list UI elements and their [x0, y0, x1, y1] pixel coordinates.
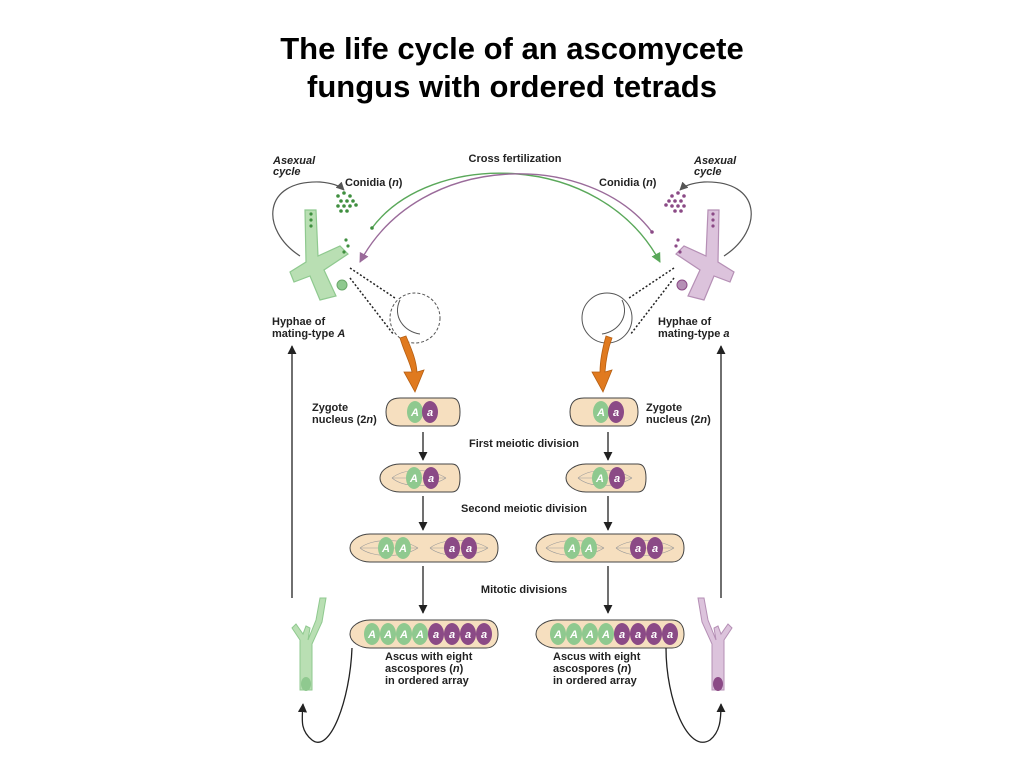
ascospore-a: a — [465, 629, 471, 641]
nucleus-A: A — [381, 543, 390, 555]
nucleus-a: a — [635, 543, 641, 555]
ascus-left-label-2: ascospores (n) — [385, 663, 464, 675]
hyphae-left-label-1: Hyphae of — [272, 316, 326, 328]
zygote-left: Zygote nucleus (2n) A a — [312, 397, 461, 427]
ascus-left-label-3: in ordered array — [385, 675, 470, 687]
zygote-left-label-1: Zygote — [312, 402, 348, 414]
asexual-right-loop-arrow — [679, 181, 752, 257]
conidia-left-cluster — [336, 191, 374, 230]
ascospore-A: A — [553, 629, 562, 641]
orange-arrow-right — [591, 335, 613, 393]
hyphae-right-label-2: mating-type a — [658, 328, 730, 340]
mitotic-label: Mitotic divisions — [481, 584, 567, 596]
zoom-left — [349, 267, 441, 393]
ascospore-A: A — [415, 629, 424, 641]
slide-title: The life cycle of an ascomycete fungus w… — [0, 30, 1024, 106]
hyphae-right-label-1: Hyphae of — [658, 316, 712, 328]
ascospore-a: a — [619, 629, 625, 641]
ascus-right-label-3: in ordered array — [553, 675, 638, 687]
cross-fertilization-arcs — [359, 172, 661, 263]
ascospore-a: a — [651, 629, 657, 641]
ascospore-A: A — [367, 629, 376, 641]
nucleus-A: A — [584, 543, 593, 555]
ascospore-A: A — [585, 629, 594, 641]
ascospore-a: a — [433, 629, 439, 641]
nucleus-A: A — [567, 543, 576, 555]
return-arrow-left — [297, 647, 353, 743]
cross-fertilization-label: Cross fertilization — [469, 153, 562, 165]
ascus-right: A A A A a a a a Ascus with eight ascospo… — [535, 619, 685, 687]
ascus-right-label-2: ascospores (n) — [553, 663, 632, 675]
nucleus-A: A — [398, 543, 407, 555]
purple-fertilization-arc — [359, 173, 653, 263]
zygote-right-label-1: Zygote — [646, 402, 682, 414]
ascospore-a: a — [635, 629, 641, 641]
nucleus-a: a — [449, 543, 455, 555]
meiosis-1-right: A a — [565, 463, 647, 493]
title-line-2: fungus with ordered tetrads — [307, 69, 717, 104]
zygote-right-label-2: nucleus (2n) — [646, 414, 711, 426]
conidia-left-label: Conidia (n) — [345, 177, 403, 189]
return-arrow-right — [665, 647, 726, 743]
ascospore-A: A — [601, 629, 610, 641]
ascus-left: A A A A a a a a Ascus with eight ascospo… — [349, 619, 499, 687]
asexual-left-loop-arrow — [272, 181, 345, 257]
meiosis-1-left: A a — [379, 463, 461, 493]
left-asexual-cycle: Asexual cycle Conidia (n) Hyphae of mati… — [272, 155, 403, 340]
ascospore-a: a — [449, 629, 455, 641]
asexual-left-label-1: Asexual — [272, 155, 316, 167]
title-line-1: The life cycle of an ascomycete — [280, 31, 744, 66]
nucleus-a: a — [428, 473, 434, 485]
orange-arrow-left — [399, 335, 425, 393]
hyphae-A-drawing — [289, 209, 350, 301]
ascospore-A: A — [569, 629, 578, 641]
conidia-right-cluster — [650, 191, 686, 234]
nucleus-a: a — [652, 543, 658, 555]
meiosis-2-left: A A a a — [349, 533, 499, 563]
nucleus-A: A — [410, 407, 419, 419]
ascus-left-label-1: Ascus with eight — [385, 651, 473, 663]
conidia-right-label: Conidia (n) — [599, 177, 657, 189]
ascospore-A: A — [399, 629, 408, 641]
hyphae-left-label-2: mating-type A — [272, 328, 345, 340]
ascospore-a: a — [481, 629, 487, 641]
nucleus-a: a — [613, 407, 619, 419]
asexual-right-label-2: cycle — [694, 166, 722, 178]
nucleus-A: A — [409, 473, 418, 485]
nucleus-a: a — [614, 473, 620, 485]
ascospore-A: A — [383, 629, 392, 641]
zygote-left-label-2: nucleus (2n) — [312, 414, 377, 426]
nucleus-A: A — [595, 473, 604, 485]
zoom-right — [581, 267, 675, 393]
second-meiotic-label: Second meiotic division — [461, 503, 587, 515]
meiosis-2-right: A A a a — [535, 533, 685, 563]
nucleus-A: A — [596, 407, 605, 419]
germinating-ascospore-left — [291, 597, 327, 691]
ascus-right-label-1: Ascus with eight — [553, 651, 641, 663]
germinating-ascospore-right — [697, 597, 733, 691]
asexual-left-label-2: cycle — [273, 166, 301, 178]
zygote-right: A a Zygote nucleus (2n) — [569, 397, 711, 427]
right-asexual-cycle: Asexual cycle Conidia (n) Hyphae of mati… — [599, 155, 752, 340]
hyphae-a-drawing — [674, 209, 735, 301]
nucleus-a: a — [466, 543, 472, 555]
nucleus-a: a — [427, 407, 433, 419]
asexual-right-label-1: Asexual — [693, 155, 737, 167]
ascospore-a: a — [667, 629, 673, 641]
first-meiotic-label: First meiotic division — [469, 438, 579, 450]
